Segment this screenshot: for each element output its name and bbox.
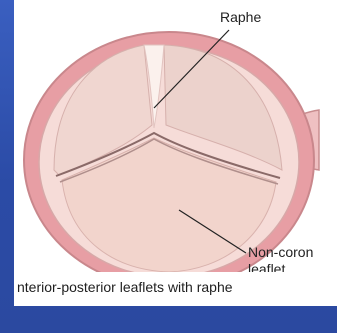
non-coronary-label: Non-coron: [248, 244, 313, 260]
valve-drawing: [14, 0, 337, 306]
valve-illustration: Raphe Non-coron leaflet: [14, 0, 337, 306]
raphe-label: Raphe: [220, 9, 261, 25]
figure-caption: nterior-posterior leaflets with raphe: [17, 279, 337, 295]
